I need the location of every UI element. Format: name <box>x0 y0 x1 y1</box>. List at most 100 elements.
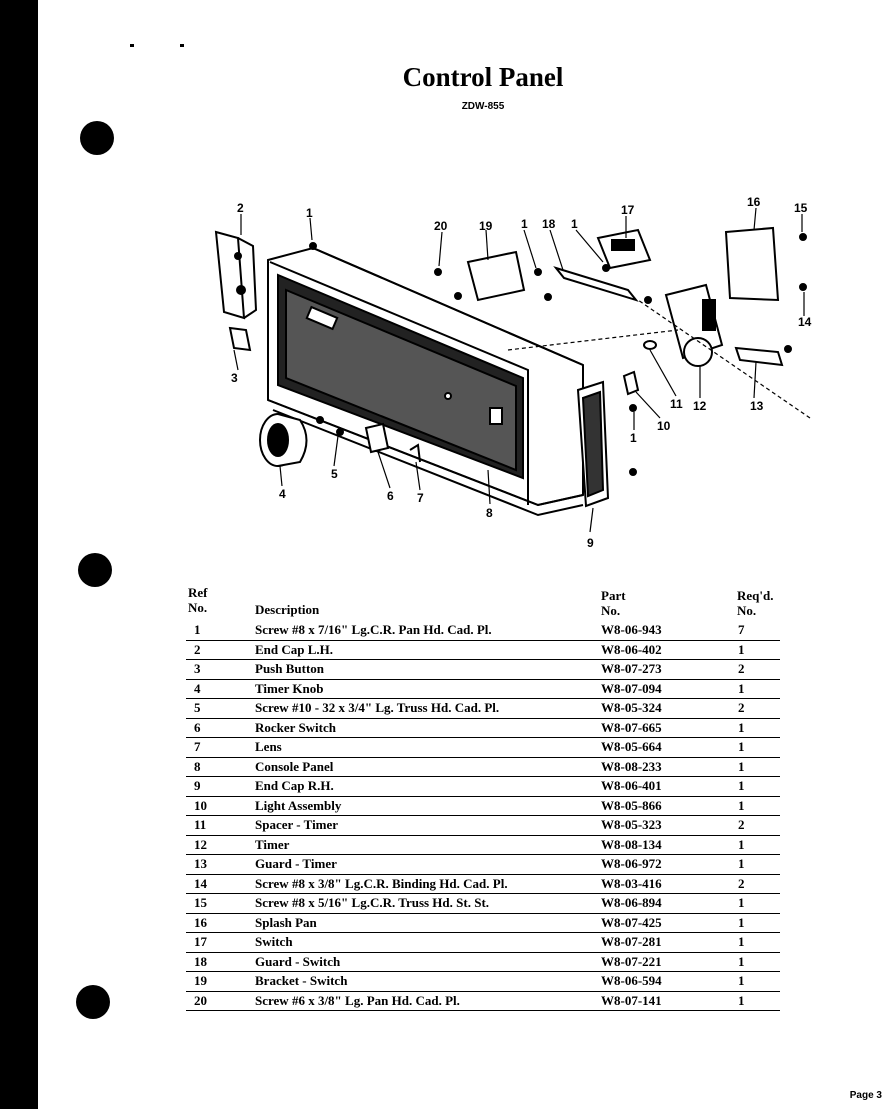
callout-label: 9 <box>587 536 594 550</box>
quantity-cell: 1 <box>738 953 745 969</box>
page-number: Page 3 <box>849 1090 882 1101</box>
end-cap-rh-drawing <box>576 380 610 508</box>
part-number-cell: W8-05-664 <box>601 739 662 754</box>
ref-cell: 19 <box>194 973 207 988</box>
diagram-callouts: 1 2 3 4 5 6 7 8 9 10 11 12 13 14 15 16 1… <box>231 195 812 550</box>
description-cell: Screw #10 - 32 x 3/4" Lg. Truss Hd. Cad.… <box>255 700 500 715</box>
binder-hole-middle <box>78 553 112 587</box>
ref-cell: 6 <box>194 719 201 735</box>
part-number-cell: W8-06-943 <box>601 622 662 637</box>
description-cell: Bracket - Switch <box>255 973 348 988</box>
spacer-timer-drawing <box>643 340 657 350</box>
ref-cell: 2 <box>194 641 201 657</box>
description-cell: Rocker Switch <box>255 719 337 735</box>
quantity-cell: 1 <box>738 856 745 871</box>
timer-knob-drawing <box>259 413 308 467</box>
quantity-cell: 2 <box>738 700 745 715</box>
rocker-switch-drawing <box>364 422 390 454</box>
ref-cell: 17 <box>194 934 207 949</box>
callout-label: 8 <box>486 506 493 520</box>
description-cell: Screw #8 x 7/16" Lg.C.R. Pan Hd. Cad. Pl… <box>255 622 492 637</box>
part-number-cell: W8-06-594 <box>601 973 662 988</box>
callout-label: 13 <box>750 399 764 413</box>
description-cell: Screw #8 x 3/8" Lg.C.R. Binding Hd. Cad.… <box>255 875 508 891</box>
part-number-cell: W8-07-141 <box>601 992 662 1008</box>
lens-drawing <box>409 443 421 463</box>
description-cell: Screw #8 x 5/16" Lg.C.R. Truss Hd. St. S… <box>255 895 490 910</box>
part-number-cell: W8-05-866 <box>601 797 662 813</box>
description-cell: End Cap L.H. <box>255 641 334 657</box>
quantity-cell: 1 <box>738 895 745 910</box>
col-header-ref: Ref No. <box>188 585 208 615</box>
part-number-cell: W8-03-416 <box>601 875 662 891</box>
description-cell: Push Button <box>255 661 324 676</box>
quantity-cell: 1 <box>738 914 745 930</box>
description-cell: Timer <box>255 836 290 852</box>
switch-drawing <box>596 228 652 270</box>
callout-label: 7 <box>417 491 424 505</box>
callout-label: 14 <box>798 315 812 329</box>
part-number-cell: W8-06-402 <box>601 641 662 657</box>
callout-label: 2 <box>237 201 244 215</box>
screw-drawings <box>309 233 807 476</box>
ref-cell: 16 <box>194 914 207 930</box>
quantity-cell: 1 <box>738 836 745 852</box>
ref-cell: 8 <box>194 758 201 774</box>
model-number: ZDW-855 <box>461 101 505 112</box>
quantity-cell: 1 <box>738 641 745 657</box>
bracket-switch-drawing <box>466 250 526 302</box>
col-header-description: Description <box>255 602 320 617</box>
description-cell: Console Panel <box>255 758 334 774</box>
parts-table-body: 1 Screw #8 x 7/16" Lg.C.R. Pan Hd. Cad. P… <box>186 621 780 1011</box>
description-cell: End Cap R.H. <box>255 778 334 793</box>
quantity-cell: 1 <box>738 934 745 949</box>
ref-cell: 4 <box>194 680 201 696</box>
part-number-cell: W8-06-894 <box>601 895 662 910</box>
guard-switch-drawing <box>553 266 639 302</box>
quantity-cell: 1 <box>738 992 745 1008</box>
callout-label: 1 <box>630 431 637 445</box>
callout-label: 10 <box>657 419 671 433</box>
callout-label: 16 <box>747 195 761 209</box>
description-cell: Timer Knob <box>255 680 324 696</box>
callout-label: 20 <box>434 219 448 233</box>
description-cell: Spacer - Timer <box>255 817 339 832</box>
callout-label: 3 <box>231 371 238 385</box>
console-panel-drawing <box>267 246 584 517</box>
leader-lines <box>233 207 811 533</box>
table-row: 13 Guard - Timer W8-06-972 1 <box>186 855 780 875</box>
ref-cell: 7 <box>194 739 201 754</box>
description-cell: Screw #6 x 3/8" Lg. Pan Hd. Cad. Pl. <box>255 992 460 1008</box>
push-button-drawing <box>228 326 252 352</box>
table-row: 2 End Cap L.H. W8-06-402 1 <box>186 641 780 660</box>
ref-cell: 1 <box>194 622 201 637</box>
callout-label: 5 <box>331 467 338 481</box>
ref-cell: 3 <box>194 661 201 676</box>
ref-cell: 11 <box>194 817 207 832</box>
ref-cell: 10 <box>194 797 207 813</box>
part-number-cell: W8-06-972 <box>601 856 662 871</box>
col-header-part: Part No. <box>601 588 626 618</box>
callout-label: 6 <box>387 489 394 503</box>
callout-label: 11 <box>670 397 683 411</box>
quantity-cell: 7 <box>738 622 745 637</box>
description-cell: Guard - Timer <box>255 856 337 871</box>
description-cell: Splash Pan <box>255 914 317 930</box>
page-title: Control Panel <box>402 62 564 92</box>
ref-cell: 13 <box>194 856 207 871</box>
ref-cell: 12 <box>194 836 207 852</box>
callout-label: 19 <box>479 219 493 233</box>
part-number-cell: W8-07-094 <box>601 680 662 696</box>
callout-label: 1 <box>521 217 528 231</box>
